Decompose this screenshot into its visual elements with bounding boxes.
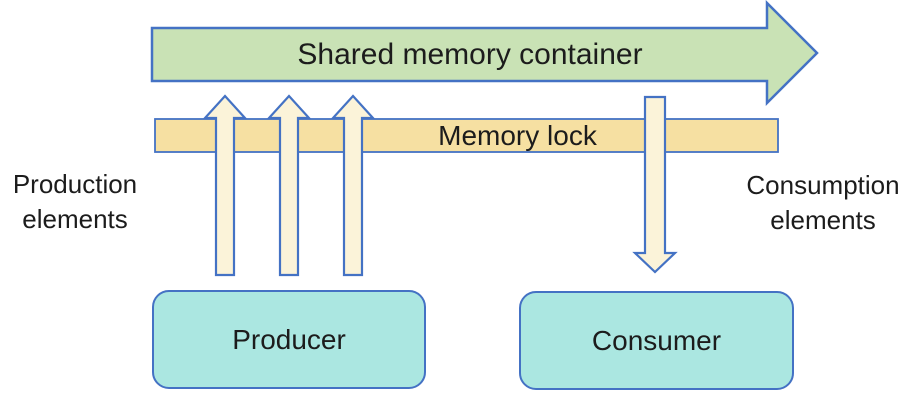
production-elements-line2: elements xyxy=(22,204,128,234)
consumer-box: Consumer xyxy=(519,291,794,390)
shared-memory-label: Shared memory container xyxy=(297,38,643,71)
producer-box: Producer xyxy=(152,290,426,389)
up-arrow-icon-3 xyxy=(330,94,376,277)
up-arrow-icon-2 xyxy=(266,94,312,277)
producer-label: Producer xyxy=(232,323,346,355)
production-elements-line1: Production xyxy=(12,169,138,199)
consumer-label: Consumer xyxy=(591,324,722,356)
consumption-elements-label: Consumption elements xyxy=(730,168,916,238)
memory-lock-bar xyxy=(154,118,779,153)
consumption-elements-line1: Consumption xyxy=(746,170,900,200)
memory-lock-label: Memory lock xyxy=(438,120,597,151)
consumption-elements-line2: elements xyxy=(770,205,876,235)
down-arrow-icon xyxy=(632,95,678,274)
up-arrow-icon-1 xyxy=(202,94,248,277)
shared-memory-arrow xyxy=(150,0,819,107)
production-elements-label: Production elements xyxy=(0,167,150,237)
